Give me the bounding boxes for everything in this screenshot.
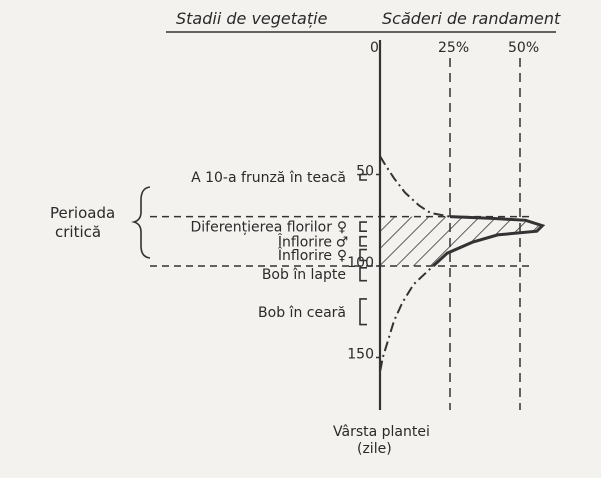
stage-symbol: ♀ [337,220,347,236]
stage-symbol: ♀ [337,248,347,264]
stage-label: Bob în ceară [258,305,346,321]
y-tick-label: 100 [347,255,374,271]
x-tick-label: 25% [438,40,469,56]
stage-label: Înflorire [277,246,332,264]
y-tick-label: 150 [347,347,374,363]
yield-loss-curve [379,155,546,373]
stage-label: Bob în lapte [262,267,346,283]
y-tick-labels: 50 100 150 [347,164,380,363]
y-axis-label-line2: (zile) [357,441,392,457]
x-tick-label: 50% [508,40,539,56]
stage-symbol: ♂ [336,234,349,250]
critical-loss-hatched-area [380,216,543,266]
stage-label: Diferențierea florilor [191,220,333,236]
y-axis-label-line1: Vârsta plantei [333,424,430,440]
stage-bracket [359,221,367,233]
x-tick-label: 0 [370,40,379,56]
yield-loss-line-critical [432,215,546,268]
critical-period-label-line2: critică [55,223,101,241]
stage-bracket [359,248,367,262]
vertical-grid-lines [449,58,521,410]
stage-bracket [359,173,367,181]
y-tick-label: 50 [356,164,374,180]
stage-bracket [359,298,367,326]
header-left: Stadii de vegetație [176,9,328,28]
critical-period-brace [131,186,151,259]
header-right: Scăderi de randament [382,9,561,28]
stage-label: Înflorire [277,232,332,250]
stage-bracket [359,235,367,247]
critical-period-label-line1: Perioada [50,204,115,222]
stage-label: A 10-a frunză în teacă [191,170,346,186]
x-tick-labels: 0 25% 50% [370,40,539,56]
stage-bracket [359,267,367,282]
